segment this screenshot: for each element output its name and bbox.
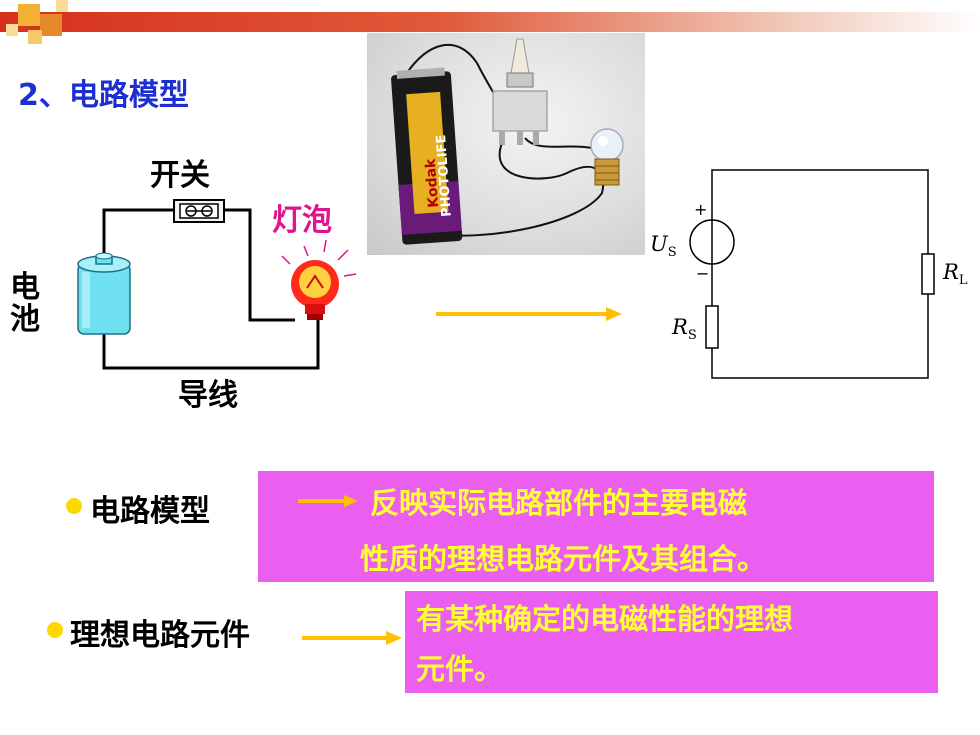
wire-label: 导线 [178, 378, 238, 413]
header-decoration-square [6, 24, 18, 36]
term-circuit-model: 电路模型 [90, 494, 210, 529]
definition-box-ideal-element [405, 591, 938, 693]
definition-box-circuit-model [258, 471, 934, 582]
header-decoration-square [18, 4, 40, 26]
bulb-label: 灯泡 [272, 203, 332, 238]
term-ideal-element: 理想电路元件 [70, 618, 250, 653]
photo-switch [492, 38, 548, 145]
definition-text: 元件。 [416, 652, 504, 686]
bullet-dot [66, 498, 82, 514]
definition-text: 反映实际电路部件的主要电磁 [370, 486, 748, 520]
load-resistor-symbol [921, 253, 935, 295]
source-label: US [650, 232, 677, 261]
bullet-dot [47, 622, 63, 638]
real-circuit-photo: Kodak PHOTOLIFE [367, 33, 645, 255]
light-bulb-icon [281, 239, 357, 320]
switch-icon [173, 199, 225, 223]
wire-bottom [102, 310, 320, 370]
battery-brand-text: Kodak [423, 157, 442, 208]
switch-label: 开关 [150, 158, 210, 193]
plus-sign: + [694, 200, 708, 219]
arrow-right-icon [298, 495, 358, 507]
battery-model-text: PHOTOLIFE [434, 134, 455, 217]
schematic-wire [711, 294, 929, 379]
schematic-wire [711, 169, 929, 254]
schematic-circuit-diagram [689, 169, 935, 379]
wire-top-left [102, 208, 174, 258]
definition-text: 有某种确定的电磁性能的理想 [416, 602, 794, 636]
wire-top-right [224, 208, 295, 322]
header-decoration-square [28, 30, 42, 44]
internal-resistor-symbol [705, 305, 719, 349]
minus-sign: − [696, 264, 710, 283]
internal-resistor-label: RS [672, 315, 697, 344]
arrow-right-icon [436, 307, 622, 321]
header-bar [0, 12, 980, 32]
definition-text: 性质的理想电路元件及其组合。 [360, 542, 767, 576]
header-decoration-square [56, 0, 68, 12]
header-decoration-square [40, 14, 62, 36]
photo-bulb [590, 128, 624, 186]
slide-title: 2、电路模型 [18, 78, 189, 113]
load-resistor-label: RL [943, 260, 968, 289]
battery-label: 电池 [10, 270, 40, 337]
battery-icon [77, 252, 131, 335]
pictorial-circuit-diagram [77, 199, 357, 370]
arrow-right-icon [302, 631, 402, 645]
